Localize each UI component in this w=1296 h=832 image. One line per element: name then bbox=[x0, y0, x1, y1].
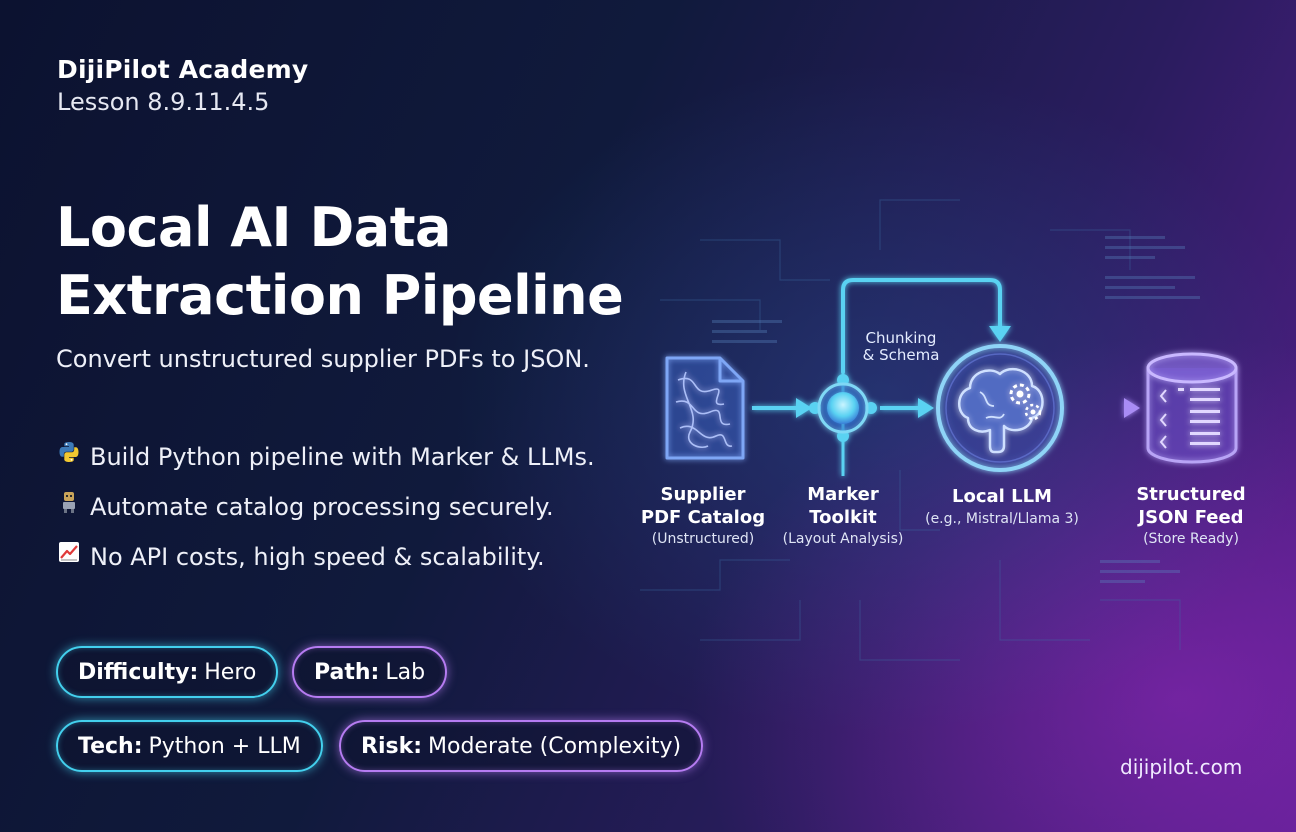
chunking-loop-arrow bbox=[841, 278, 1011, 374]
chart-up-icon bbox=[56, 540, 82, 574]
difficulty-badge: Difficulty: Hero bbox=[56, 646, 279, 698]
title-line-2: Extraction Pipeline bbox=[56, 264, 624, 327]
flow-arrow-1 bbox=[752, 398, 812, 418]
brain-gear-icon bbox=[936, 344, 1064, 472]
node-title: Marker bbox=[807, 484, 879, 505]
site-url: dijipilot.com bbox=[1120, 755, 1243, 779]
pdf-document-icon bbox=[665, 356, 745, 460]
badge-value: Python + LLM bbox=[148, 733, 301, 759]
lesson-number: Lesson 8.9.11.4.5 bbox=[57, 88, 270, 116]
node-subtitle: (Layout Analysis) bbox=[783, 531, 904, 547]
code-snippets-background bbox=[712, 236, 1200, 583]
bullet-text: Build Python pipeline with Marker & LLMs… bbox=[90, 443, 595, 471]
list-item: Build Python pipeline with Marker & LLMs… bbox=[56, 432, 595, 482]
badge-value: Hero bbox=[204, 659, 257, 685]
brand-block: DijiPilot Academy Lesson 8.9.11.4.5 bbox=[57, 55, 308, 119]
robot-icon bbox=[56, 490, 82, 524]
badge-value: Lab bbox=[385, 659, 426, 685]
node-title: JSON Feed bbox=[1136, 507, 1243, 528]
badge-label: Difficulty: bbox=[78, 659, 199, 685]
loop-label-2: & Schema bbox=[863, 346, 940, 364]
bullet-text: Automate catalog processing securely. bbox=[90, 493, 554, 521]
badge-label: Path: bbox=[314, 659, 380, 685]
badge-value: Moderate (Complexity) bbox=[428, 733, 682, 759]
title-line-1: Local AI Data bbox=[56, 196, 451, 259]
node-label-llm: Local LLM (e.g., Mistral/Llama 3) bbox=[925, 486, 1079, 527]
marker-node-icon bbox=[809, 372, 877, 476]
flow-arrow-3 bbox=[1066, 398, 1140, 418]
loop-label-1: Chunking bbox=[866, 329, 937, 347]
circuit-background bbox=[640, 199, 1181, 661]
node-label-marker: Marker Toolkit (Layout Analysis) bbox=[783, 484, 904, 547]
flow-arrow-2 bbox=[880, 398, 934, 418]
page-title: Local AI Data Extraction Pipeline bbox=[56, 194, 624, 330]
bullet-text: No API costs, high speed & scalability. bbox=[90, 543, 545, 571]
brand-name: DijiPilot Academy bbox=[57, 55, 309, 84]
node-subtitle: (Store Ready) bbox=[1143, 531, 1239, 547]
risk-badge: Risk: Moderate (Complexity) bbox=[339, 720, 704, 772]
node-title: PDF Catalog bbox=[641, 507, 765, 528]
node-label-json: Structured JSON Feed (Store Ready) bbox=[1136, 484, 1245, 547]
subtitle: Convert unstructured supplier PDFs to JS… bbox=[56, 345, 590, 373]
node-label-pdf: Supplier PDF Catalog (Unstructured) bbox=[641, 484, 765, 547]
badge-label: Risk: bbox=[361, 733, 423, 759]
tech-badge: Tech: Python + LLM bbox=[56, 720, 323, 772]
badge-label: Tech: bbox=[78, 733, 143, 759]
node-subtitle: (Unstructured) bbox=[652, 531, 754, 547]
node-title: Toolkit bbox=[809, 507, 877, 528]
path-badge: Path: Lab bbox=[292, 646, 448, 698]
python-icon bbox=[56, 440, 82, 474]
node-subtitle: (e.g., Mistral/Llama 3) bbox=[925, 511, 1079, 527]
list-item: Automate catalog processing securely. bbox=[56, 482, 595, 532]
node-title: Structured bbox=[1136, 484, 1245, 505]
list-item: No API costs, high speed & scalability. bbox=[56, 532, 595, 582]
database-icon bbox=[1146, 352, 1238, 464]
node-title: Supplier bbox=[661, 484, 746, 505]
node-title: Local LLM bbox=[952, 486, 1052, 507]
feature-list: Build Python pipeline with Marker & LLMs… bbox=[56, 432, 595, 582]
